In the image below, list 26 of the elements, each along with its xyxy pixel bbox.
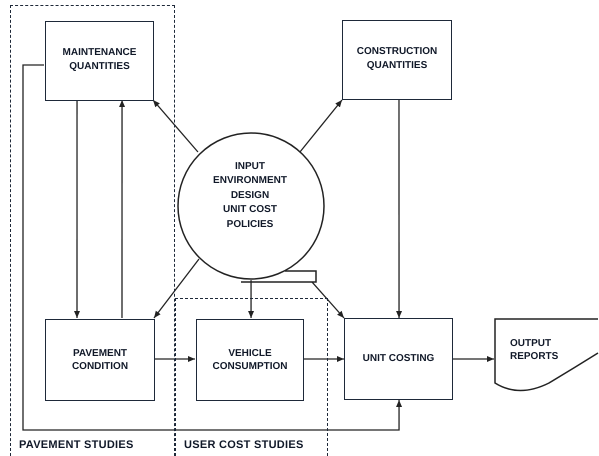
dashed-region [175, 298, 328, 456]
node-label: UNIT COSTING [362, 352, 434, 366]
node-label: CONSTRUCTION QUANTITIES [356, 45, 438, 72]
arrow [153, 258, 200, 318]
arrow [152, 100, 198, 152]
node-label: PAVEMENT CONDITION [70, 346, 130, 374]
region-label: USER COST STUDIES [184, 438, 304, 453]
arrow [119, 100, 126, 318]
node-label: OUTPUT REPORTS [510, 336, 560, 364]
arrow [396, 100, 402, 318]
arrow [303, 356, 344, 362]
arrow [453, 356, 494, 362]
arrow [154, 356, 195, 362]
process-box [342, 20, 452, 100]
dashed-region [10, 5, 175, 456]
arrow [248, 280, 254, 318]
region-label: PAVEMENT STUDIES [19, 438, 134, 453]
arrow [299, 100, 342, 152]
process-box [45, 21, 154, 101]
process-box [45, 319, 155, 401]
process-box [196, 319, 304, 401]
arrow [74, 100, 80, 318]
process-box [344, 318, 453, 400]
node-label: MAINTENANCE QUANTITIES [62, 46, 138, 73]
arrow [311, 282, 344, 318]
node-label: VEHICLE CONSUMPTION [212, 346, 288, 374]
